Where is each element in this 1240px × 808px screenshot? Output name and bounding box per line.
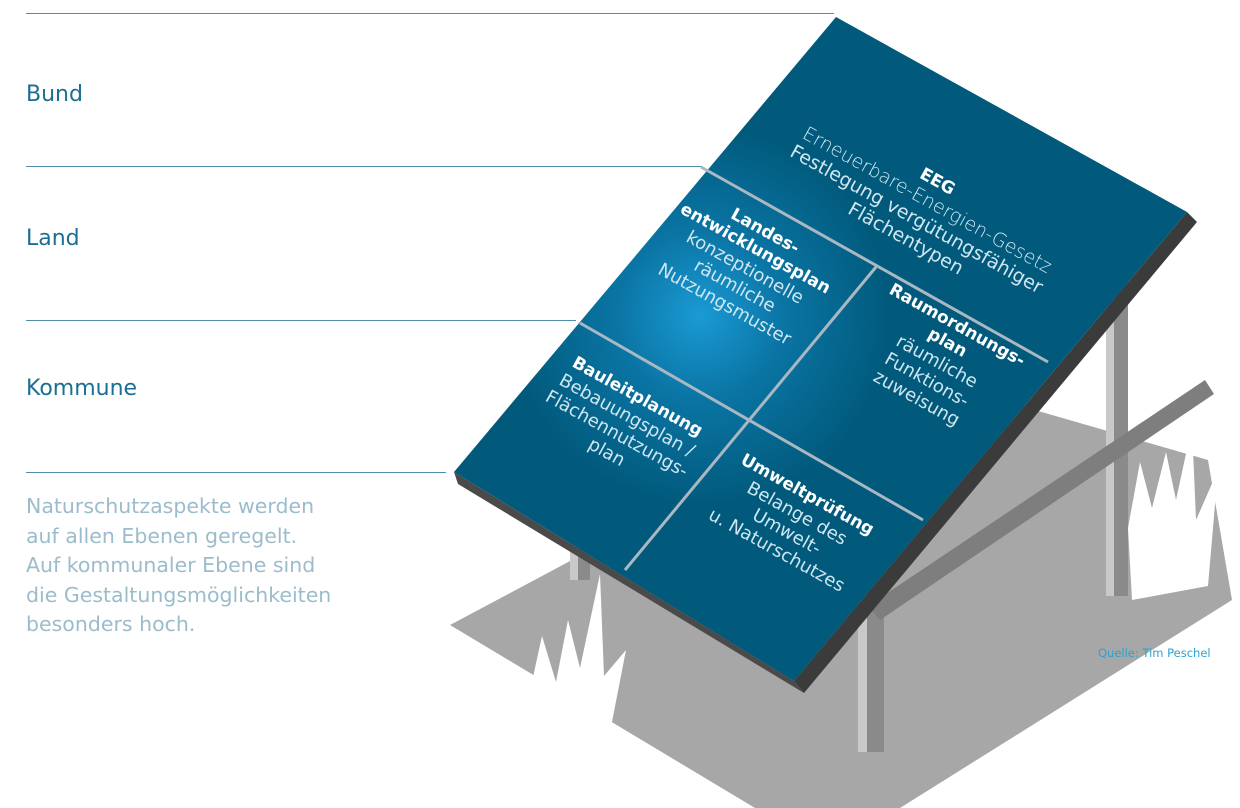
note-line: Auf kommunaler Ebene sind — [26, 553, 316, 577]
panel-frame — [794, 212, 1197, 693]
note-line: Naturschutzaspekte werden — [26, 494, 315, 518]
panel-grid — [579, 165, 1049, 571]
grass-tuft-left — [528, 574, 626, 724]
nature-protection-note: Naturschutzaspekte werden auf allen Eben… — [26, 492, 331, 640]
panel-frame-bottom — [454, 472, 804, 693]
note-line: auf allen Ebenen geregelt. — [26, 523, 298, 548]
source-credit: Quelle: Tim Peschel — [1098, 646, 1211, 660]
level-bund-label: Bund — [26, 82, 83, 107]
rule-land-kommune — [26, 320, 576, 321]
note-line: besonders hoch. — [26, 612, 196, 636]
level-land-label: Land — [26, 226, 80, 251]
post-rear-right — [1106, 260, 1128, 596]
support-strut — [868, 380, 1214, 620]
grass-tuft-right — [1128, 426, 1218, 600]
level-kommune-label: Kommune — [26, 376, 138, 401]
rule-bund-land — [26, 166, 702, 167]
note-line: die Gestaltungsmöglichkeiten — [26, 582, 332, 607]
rule-bottom — [26, 472, 446, 473]
panel-surface — [454, 17, 1187, 681]
rule-top — [26, 13, 834, 14]
